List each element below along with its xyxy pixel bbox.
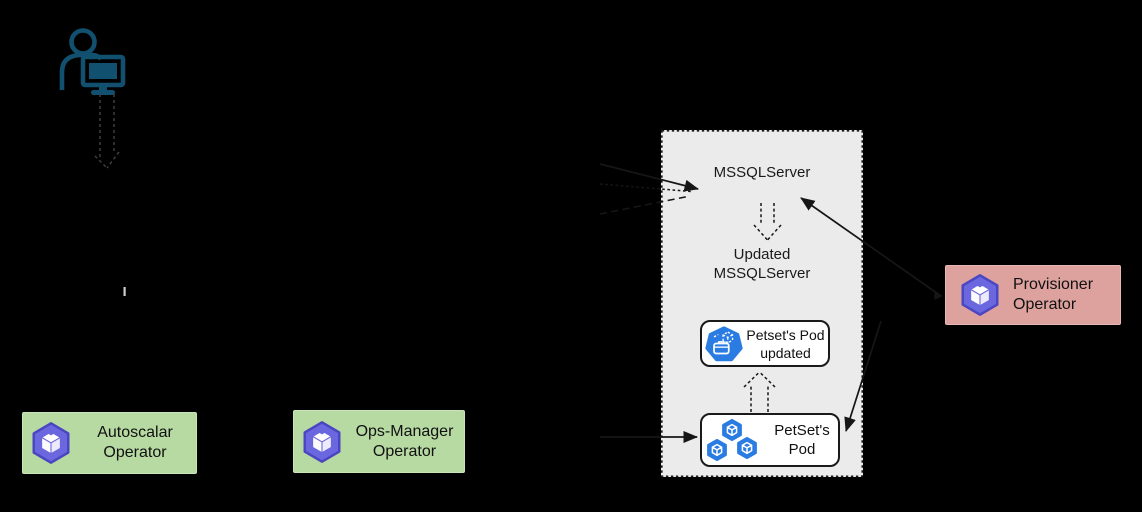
provisioner-operator-box: Provisioner Operator [945, 265, 1121, 325]
operator-icon [303, 420, 341, 463]
autoscalar-operator-box: Autoscalar Operator [22, 412, 197, 474]
petset-pod-label: PetSet's Pod [766, 421, 838, 459]
ops-manager-operator-label: Ops-Manager Operator [345, 422, 464, 462]
operator-icon [961, 274, 999, 316]
updated-mssqlserver-label: Updated MSSQLServer [661, 245, 863, 283]
petset-pod-updated-label: Petset's Pod updated [743, 326, 828, 362]
light-tick [123, 287, 126, 296]
autoscalar-operator-line1: Autoscalar [97, 424, 173, 441]
petset-pod-line2: Pod [788, 441, 816, 458]
petset-pod-updated-line1: Petset's Pod [746, 326, 825, 343]
autoscalar-operator-label: Autoscalar Operator [74, 423, 196, 463]
user-dashed-arrow [94, 94, 120, 169]
updated-mssqlserver-line2: MSSQLServer [713, 265, 811, 282]
provisioner-operator-label: Provisioner Operator [1003, 275, 1120, 315]
ops-manager-operator-line2: Operator [372, 442, 437, 460]
ops-manager-operator-box: Ops-Manager Operator [293, 410, 465, 473]
petset-pod-updated-node: Petset's Pod updated [700, 320, 830, 367]
user-at-computer-icon [59, 28, 126, 95]
mssqlserver-label: MSSQLServer [713, 164, 811, 181]
provisioner-operator-line1: Provisioner [1013, 276, 1094, 293]
pods-cluster-icon [707, 418, 757, 462]
provisioner-operator-line2: Operator [1013, 296, 1077, 313]
petset-pod-node: PetSet's Pod [700, 413, 840, 467]
updated-mssqlserver-line1: Updated [733, 246, 791, 263]
updated-pod-icon [705, 325, 743, 361]
ops-manager-operator-line1: Ops-Manager [355, 422, 454, 440]
petset-pod-updated-line2: updated [760, 344, 811, 361]
petset-pod-line1: PetSet's [774, 422, 830, 439]
autoscalar-operator-line2: Operator [103, 444, 167, 461]
operator-icon [32, 422, 70, 464]
